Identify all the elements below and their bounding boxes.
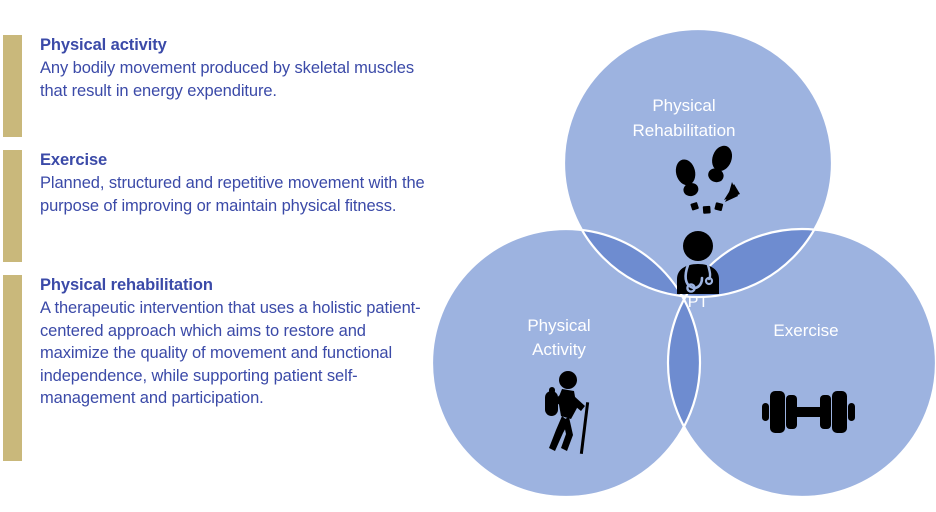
label-physical-activity-line2: Activity xyxy=(532,340,586,359)
circle-physical-activity[interactable] xyxy=(432,229,700,497)
venn-circles xyxy=(432,29,936,497)
definition-text: Exercise Planned, structured and repetit… xyxy=(40,150,432,217)
accent-bar xyxy=(3,275,22,461)
label-physical-rehabilitation-line1: Physical xyxy=(652,96,715,115)
physical-therapist-icon xyxy=(677,231,719,294)
definitions-panel: Physical activity Any bodily movement pr… xyxy=(0,0,440,512)
outline-exercise xyxy=(666,227,936,499)
outline-physical-rehabilitation xyxy=(562,27,834,299)
definition-body: Any bodily movement produced by skeletal… xyxy=(40,59,414,100)
accent-bar xyxy=(3,35,22,137)
hiker-icon xyxy=(545,371,590,455)
definition-text: Physical activity Any bodily movement pr… xyxy=(40,35,432,102)
label-exercise-line1: Exercise xyxy=(773,321,838,340)
label-physical-activity-line1: Physical xyxy=(527,316,590,335)
definition-body: Planned, structured and repetitive movem… xyxy=(40,174,425,215)
accent-bar xyxy=(3,150,22,262)
label-physical-rehabilitation-line2: Rehabilitation xyxy=(632,121,735,140)
footprints-icon xyxy=(675,145,740,214)
label-pt: PT xyxy=(688,294,709,311)
circle-physical-rehabilitation[interactable] xyxy=(564,29,832,297)
venn-circle-outlines xyxy=(430,27,936,499)
definition-body: A therapeutic intervention that uses a h… xyxy=(40,299,421,407)
venn-diagram: Physical Rehabilitation Physical Activit… xyxy=(416,0,936,512)
definition-title: Physical rehabilitation xyxy=(40,276,213,294)
dumbbell-icon xyxy=(762,391,855,433)
definition-title: Exercise xyxy=(40,151,108,169)
definition-title: Physical activity xyxy=(40,36,167,54)
definition-text: Physical rehabilitation A therapeutic in… xyxy=(40,275,432,410)
circle-exercise[interactable] xyxy=(668,229,936,497)
outline-physical-activity xyxy=(430,227,702,499)
